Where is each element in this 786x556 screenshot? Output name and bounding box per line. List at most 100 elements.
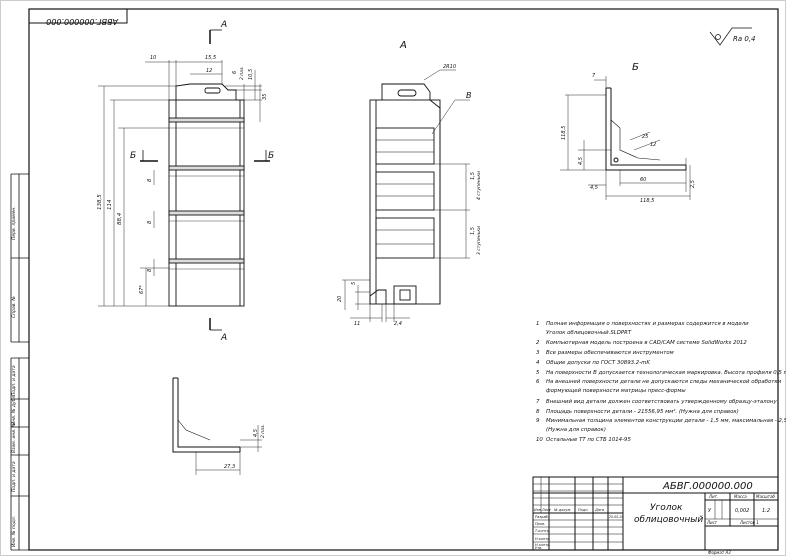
note-number: 4 [536, 360, 540, 366]
sidebar-podp-data2: Подп. и дата [11, 461, 17, 492]
dim-b-25: 25 [642, 134, 648, 140]
note-text: Все размеры обеспечиваются инструментом [546, 350, 674, 356]
note-number: 6 [536, 379, 540, 385]
title-name-1: Уголок [650, 503, 683, 513]
dim-b-7: 7 [592, 73, 596, 79]
sidebar-perv-primen: Перв. примен. [11, 206, 17, 240]
note-text: Полная информация о поверхностях и разме… [546, 321, 749, 327]
note-text: Площадь поверхности детали - 21556,95 мм… [546, 409, 739, 415]
tb-list: Лист [541, 508, 552, 512]
dim-b-2-5: 2,5 [690, 180, 696, 188]
dim-2paz: 2 паз. [239, 66, 245, 80]
note-text: (Нужна для справок) [546, 427, 606, 433]
dim-35: 35 [262, 94, 268, 100]
corner-view [172, 377, 241, 453]
dim-2: 1,5 [470, 227, 476, 235]
left-sidebar [10, 173, 29, 551]
view-a-dimensions [342, 69, 470, 322]
dim-10-5: 10,5 [248, 69, 254, 80]
top-designation-box [28, 8, 128, 24]
sidebar-inv-podl: Инв. № подл. [11, 516, 17, 547]
tb-izm: Изм. [534, 508, 542, 512]
dim-6: 6 [232, 71, 238, 74]
dim-15-5: 15,5 [205, 55, 216, 61]
tb-massa-val: 0,002 [735, 508, 749, 514]
dim-88-4: 88,4 [117, 212, 123, 225]
dim-5: 5 [351, 282, 357, 285]
tb-razrab: Разраб. [535, 515, 549, 519]
view-a-title: А [399, 40, 407, 51]
sidebar-inv-dubl: Инв. № дубл. [11, 394, 17, 425]
note-text: Остальные ТТ по СТБ 1014-95 [546, 437, 631, 443]
note-text: формующей поверхности матрицы пресс-форм… [546, 388, 686, 394]
view-a [369, 83, 441, 305]
sidebar-vzam-inv: Взам. инв. № [11, 422, 17, 453]
title-designation: АБВГ.000000.000 [662, 481, 753, 492]
note-text: На внешней поверхности детали не допуска… [546, 379, 782, 385]
tb-podp: Подп. [578, 508, 589, 512]
note-number: 1 [536, 321, 540, 327]
dim-12: 12 [206, 68, 212, 74]
note-text: Общие допуски по ГОСТ 30893.2-mK [546, 360, 650, 366]
inner-frame [28, 8, 779, 551]
tb-utv: Утв. [535, 546, 542, 550]
note-number: 8 [536, 409, 540, 415]
dim-11: 11 [354, 321, 360, 327]
section-a-top: А [220, 20, 227, 30]
tb-massa: Масса [734, 494, 747, 499]
dim-8a: 8 [147, 179, 153, 182]
tb-list-label: Лист [706, 520, 718, 525]
tb-masshtab-val: 1:2 [762, 508, 770, 514]
dim-10: 10 [150, 55, 156, 61]
dim-1-5: 1,5 [470, 172, 476, 180]
tb-prov: Пров. [535, 522, 545, 526]
section-b [605, 87, 687, 171]
section-b-dimensions [560, 76, 691, 200]
note-text: Уголок облицовочный.SLDPRT [546, 330, 632, 336]
note-number: 10 [536, 437, 543, 443]
tb-nkontr2: Н.контр. [535, 543, 551, 547]
section-a-bottom: А [220, 333, 227, 343]
view-b-title: Б [632, 62, 639, 73]
dim-138-5: 138,5 [97, 194, 103, 210]
dim-b-118-5: 118,5 [561, 126, 567, 140]
dim-b-4-5: 4,5 [578, 157, 584, 165]
note-text: На поверхности В допускается технологиче… [546, 370, 786, 376]
dim-b-4-5b: 4,5 [590, 185, 598, 191]
dim-3-steps: 3 ступеньки [476, 226, 482, 255]
top-designation: АБВГ.000000.000 [46, 17, 119, 26]
note-number: 9 [536, 418, 540, 424]
title-block [532, 476, 779, 551]
format-label: Формат А3 [708, 550, 731, 555]
tb-nkontr: Н.контр. [535, 537, 551, 541]
dim-b-60: 60 [640, 177, 646, 183]
dim-8c: 8 [147, 269, 153, 272]
dim-s-4-5: 4,5 [253, 429, 259, 437]
title-name-2: облицовочный [634, 515, 703, 525]
dim-8b: 8 [147, 221, 153, 224]
tb-listov: Листов 1 [739, 520, 759, 525]
view-a-label-v: В [466, 91, 472, 100]
front-view [168, 83, 245, 307]
sidebar-podp-data1: Подп. и дата [11, 365, 17, 396]
tb-tkontr: Т.контр. [535, 529, 550, 533]
dim-20: 20 [337, 296, 343, 302]
tb-u-val: У [708, 508, 712, 514]
note-text: Минимальная толщина элементов конструкци… [546, 418, 786, 424]
note-text: Внешний вид детали должен соответствоват… [546, 399, 777, 405]
dim-s-27-3: 27,3 [224, 464, 235, 470]
dim-2-4: 2,4 [394, 321, 402, 327]
note-number: 5 [536, 370, 540, 376]
dim-114: 114 [107, 199, 113, 210]
dim-b-118-5b: 118,5 [640, 198, 654, 204]
tb-ndokum: № докум. [553, 508, 571, 512]
tb-lit: Лит. [708, 494, 718, 499]
tb-data: Дата [594, 508, 604, 512]
sidebar-sprav: Справ. № [11, 296, 17, 318]
corner-view-dimensions [195, 425, 262, 475]
dim-b-12: 12 [650, 142, 656, 148]
dim-4-steps: 4 ступеньки [476, 171, 482, 200]
note-number: 7 [536, 399, 540, 405]
tb-date-val: 25.05.15 [609, 515, 623, 519]
